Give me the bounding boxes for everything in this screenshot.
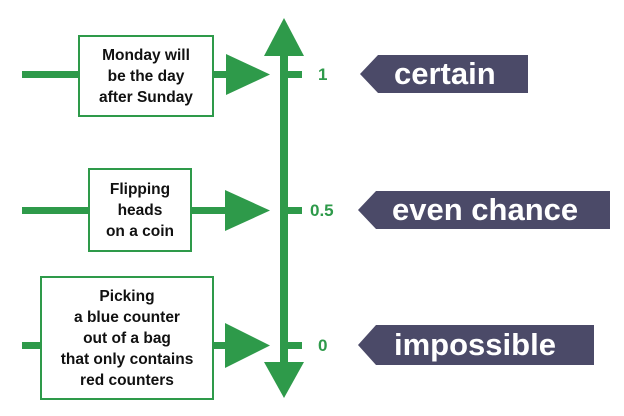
tick-mark-0: [288, 342, 302, 349]
label-tag-even-chance: [358, 191, 610, 229]
event-box-1: Monday will be the day after Sunday: [78, 35, 214, 117]
label-certain: certain: [394, 56, 496, 91]
label-impossible: impossible: [394, 327, 556, 362]
event-box-2: Flipping heads on a coin: [88, 168, 192, 252]
tick-label-0.5: 0.5: [310, 201, 334, 220]
label-tag-certain: [360, 55, 528, 93]
event-arrow-head-1-icon: [226, 54, 270, 95]
event-line-1: [22, 71, 78, 78]
scale-arrow-down-icon: [264, 362, 304, 398]
event-line-3: [22, 342, 40, 349]
event-arrow-shaft-2: [191, 207, 227, 214]
label-even-chance: even chance: [392, 192, 579, 227]
probability-scale-line: [280, 52, 288, 368]
label-tag-impossible: [358, 325, 594, 365]
event-arrow-shaft-3: [213, 342, 227, 349]
scale-arrow-up-icon: [264, 18, 304, 56]
tick-mark-1: [288, 71, 302, 78]
event-arrow-head-3-icon: [225, 323, 270, 368]
tick-mark-0.5: [288, 207, 302, 214]
event-arrow-shaft-1: [214, 71, 228, 78]
event-arrow-head-2-icon: [225, 190, 270, 231]
event-box-3: Picking a blue counter out of a bag that…: [40, 276, 214, 400]
event-line-2: [22, 207, 88, 214]
tick-label-0: 0: [318, 336, 328, 355]
tick-label-1: 1: [318, 65, 328, 84]
